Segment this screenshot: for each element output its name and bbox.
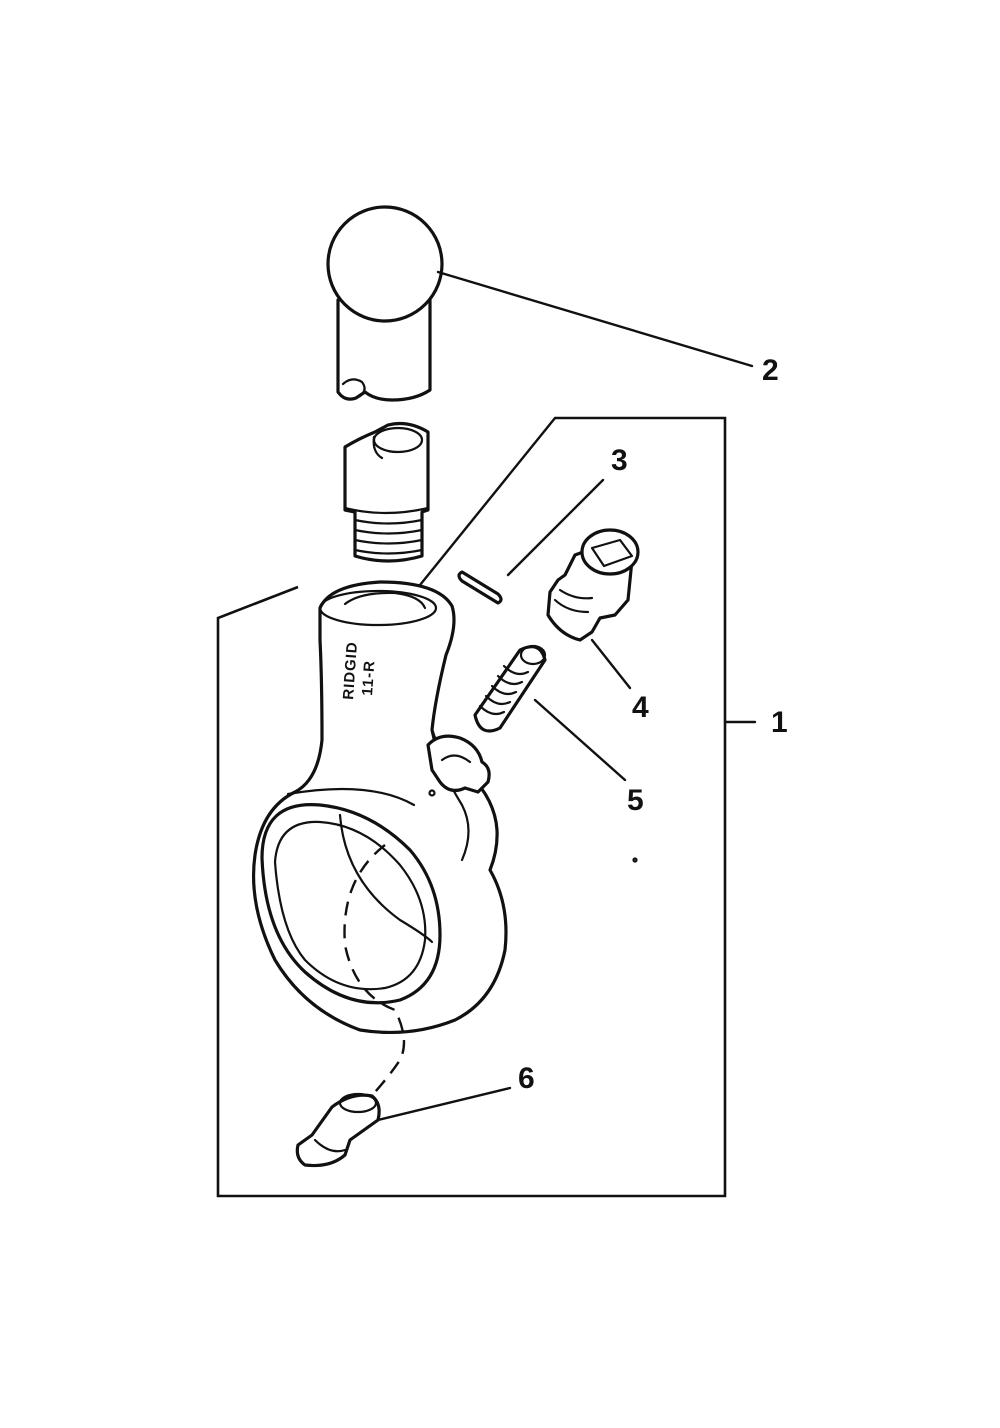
part-3-pin xyxy=(457,478,605,605)
ratchet-body: RIDGID 11-R xyxy=(251,580,638,1035)
callout-3: 3 xyxy=(611,444,628,477)
part-5-spring xyxy=(473,644,627,782)
callout-4: 4 xyxy=(632,691,649,724)
part-4-plug xyxy=(546,528,640,690)
part-2-handle xyxy=(326,205,754,402)
body-model-stamp: 11-R xyxy=(359,659,378,696)
hidden-pawl-path xyxy=(343,844,406,1093)
part-6-pawl xyxy=(295,1086,512,1168)
callout-5: 5 xyxy=(627,784,644,817)
body-brand-stamp: RIDGID xyxy=(340,641,361,701)
callout-2: 2 xyxy=(762,354,779,387)
callout-1: 1 xyxy=(771,706,788,739)
threaded-adapter xyxy=(343,421,430,563)
assembly-bracket xyxy=(216,416,757,1198)
callout-6: 6 xyxy=(518,1062,535,1095)
